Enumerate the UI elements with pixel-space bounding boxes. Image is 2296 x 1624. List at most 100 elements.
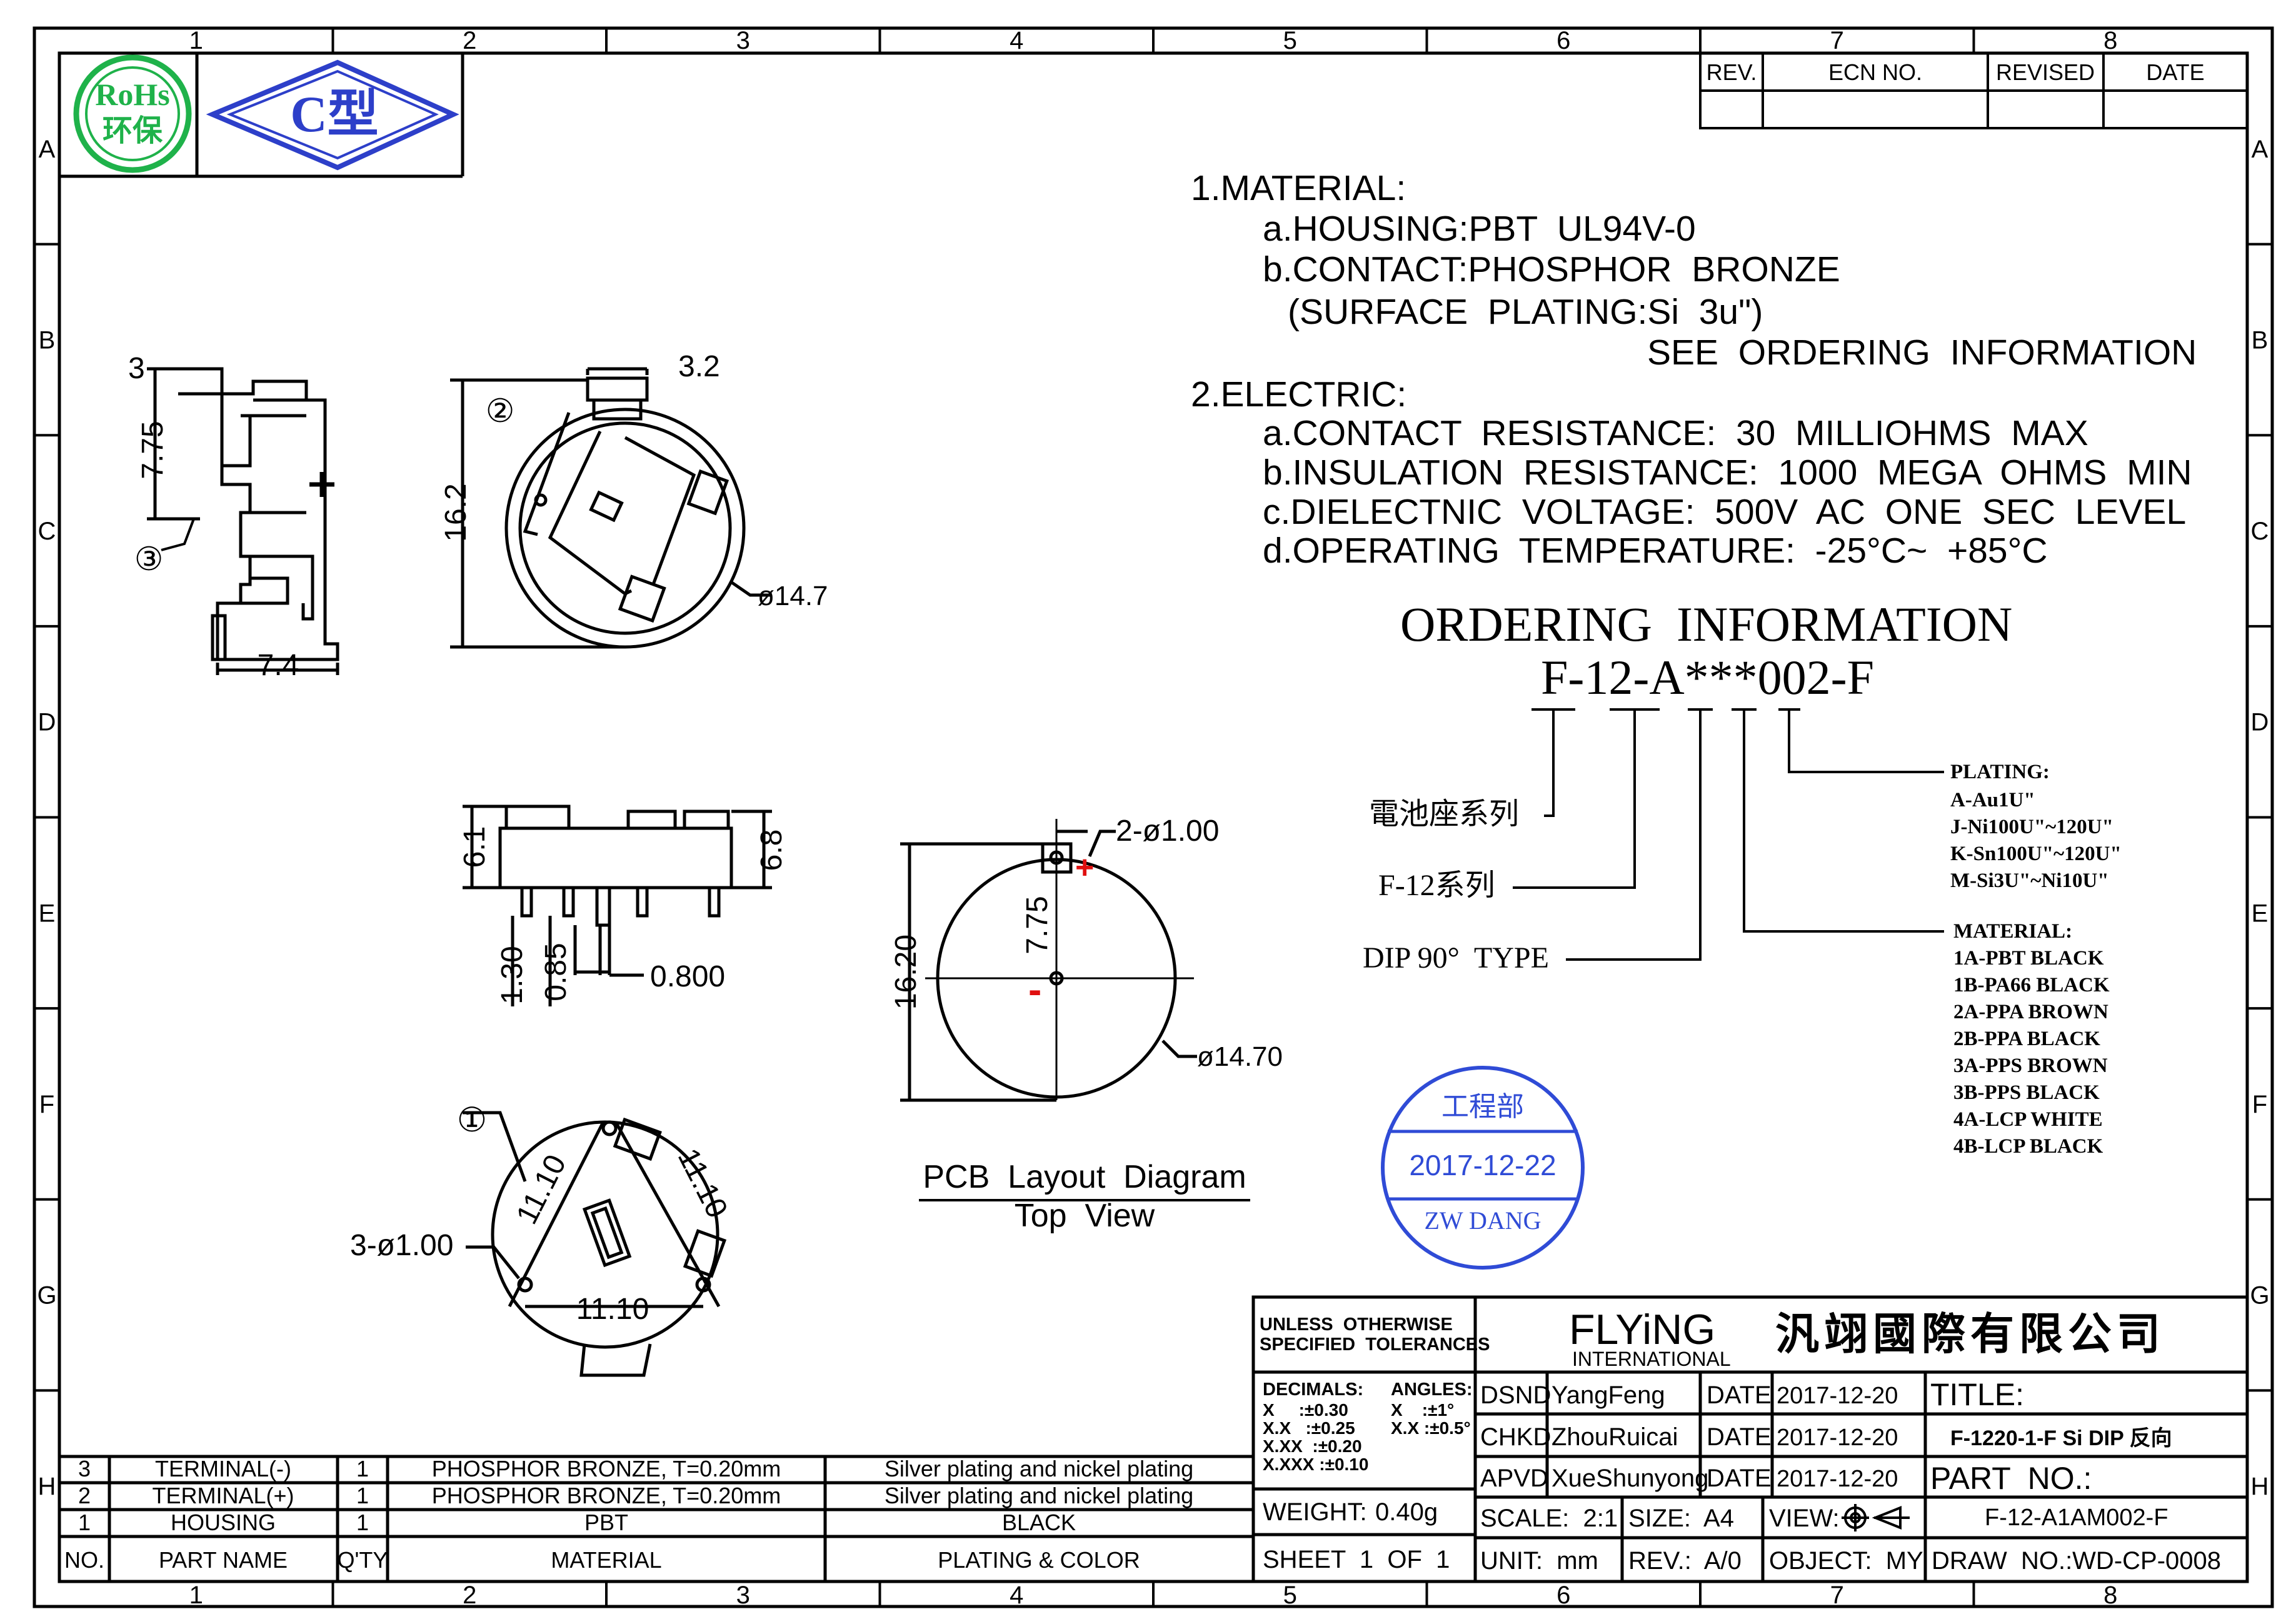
zone-column-label: 2 <box>463 27 476 54</box>
dim-top-162: 16.2 <box>439 483 473 541</box>
company-logo: FLYiNG <box>1569 1306 1715 1353</box>
note-electric-heading: 2.ELECTRIC: <box>1191 374 1406 414</box>
bom-header: PART NAME <box>159 1547 288 1573</box>
dim-bottom-1110: 11.10 <box>671 1143 734 1223</box>
ecn-header: ECN NO. <box>1828 59 1922 85</box>
front-view <box>463 804 772 1006</box>
pcb-plus-mark: + <box>1075 850 1094 886</box>
stamp-name: ZW DANG <box>1424 1206 1541 1235</box>
zone-row-label: C <box>2251 518 2269 545</box>
weight-label: WEIGHT: <box>1263 1498 1367 1526</box>
c-type-text: C型 <box>290 86 378 143</box>
draw-no-field: DRAW NO.:WD-CP-0008 <box>1932 1547 2221 1575</box>
bom-cell: Silver plating and nickel plating <box>885 1483 1193 1508</box>
apvd-name: XueShunyong <box>1552 1465 1708 1492</box>
note-housing: a.HOUSING:PBT UL94V-0 <box>1263 209 1696 249</box>
pcb-layout <box>900 819 1197 1102</box>
side-view <box>147 367 339 675</box>
bottom-view <box>463 1111 727 1377</box>
decimals-label: DECIMALS: <box>1263 1380 1363 1400</box>
date-label: DATE <box>1707 1381 1772 1409</box>
unit-field: UNIT: mm <box>1480 1547 1598 1575</box>
zone-column-label: 8 <box>2103 1581 2117 1609</box>
bom-header: MATERIAL <box>551 1547 661 1573</box>
zone-row-label: F <box>39 1091 54 1118</box>
rohs-cn-text: 环保 <box>103 114 163 148</box>
company-name-cn: 汎翊國際有限公司 <box>1775 1311 2165 1359</box>
revised-header: REVISED <box>1996 59 2095 85</box>
zone-column-label: 6 <box>1557 27 1570 54</box>
series-cn-label: 電池座系列 <box>1369 798 1519 831</box>
zone-column-label: 3 <box>736 27 750 54</box>
pcb-minus-mark: - <box>1028 967 1041 1012</box>
zone-row-label: A <box>2252 136 2268 163</box>
plating-option: K-Sn100U"~120U" <box>1950 843 2122 865</box>
material-option: 2A-PPA BROWN <box>1953 1001 2108 1023</box>
bom-cell: Silver plating and nickel plating <box>885 1456 1193 1481</box>
bom-cell: PHOSPHOR BRONZE, T=0.20mm <box>432 1483 781 1508</box>
title-label: TITLE: <box>1930 1377 2024 1412</box>
callout-1: ① <box>457 1101 487 1139</box>
tolerance-heading: SPECIFIED TOLERANCES <box>1260 1335 1490 1355</box>
bom-cell: 1 <box>356 1456 369 1481</box>
dim-bottom-holes: 3-ø1.00 <box>350 1229 453 1262</box>
bom-cell: 1 <box>78 1510 91 1535</box>
bom-cell: 2 <box>78 1483 91 1508</box>
material-option: 1A-PBT BLACK <box>1953 947 2104 970</box>
dim-pcb-775: 7.75 <box>1021 896 1054 954</box>
zone-column-label: 3 <box>736 1581 750 1609</box>
angles-label: ANGLES: <box>1391 1380 1473 1400</box>
chkd-name: ZhouRuicai <box>1552 1423 1678 1451</box>
note-dielectric: c.DIELECTNIC VOLTAGE: 500V AC ONE SEC LE… <box>1263 492 2186 532</box>
callout-3: ③ <box>134 541 164 578</box>
angle-xx: X.X :±0.5° <box>1391 1418 1471 1438</box>
zone-row-label: B <box>2252 326 2268 354</box>
zone-column-label: 1 <box>189 1581 203 1609</box>
material-option: 3A-PPS BROWN <box>1953 1055 2108 1077</box>
bom-cell: TERMINAL(-) <box>155 1456 291 1481</box>
date-label: DATE <box>1707 1465 1772 1492</box>
plating-option: A-Au1U" <box>1950 789 2035 811</box>
dim-pcb-1470: ø14.70 <box>1197 1041 1283 1072</box>
c-type-logo: C型 <box>206 59 459 171</box>
tolerance-heading: UNLESS OTHERWISE <box>1260 1315 1453 1335</box>
dsnd-label: DSND <box>1480 1381 1551 1409</box>
dim-top-147: ø14.7 <box>758 581 828 611</box>
bom-cell: 1 <box>356 1483 369 1508</box>
dsnd-name: YangFeng <box>1552 1381 1665 1409</box>
plating-title: PLATING: <box>1950 761 2050 783</box>
pcb-polarity: + - <box>1028 850 1094 1012</box>
plating-option: J-Ni100U"~120U" <box>1950 816 2113 838</box>
material-title: MATERIAL: <box>1953 920 2072 943</box>
zone-column-label: 6 <box>1557 1581 1570 1609</box>
bom-header: NO. <box>64 1547 104 1573</box>
zone-row-label: F <box>2252 1091 2267 1118</box>
revision-table <box>1699 52 2248 129</box>
zone-column-label: 4 <box>1010 1581 1023 1609</box>
material-option: 3B-PPS BLACK <box>1953 1081 2100 1104</box>
note-contact-resistance: a.CONTACT RESISTANCE: 30 MILLIOHMS MAX <box>1263 413 2088 453</box>
rev-field: REV.: A/0 <box>1628 1547 1742 1575</box>
dim-front-130: 1.30 <box>496 946 529 1004</box>
scale-field: SCALE: 2:1 <box>1480 1505 1618 1532</box>
zone-row-label: E <box>2252 900 2268 927</box>
logo-area: RoHs 环保 C型 <box>59 53 464 178</box>
zone-row-label: E <box>39 900 56 927</box>
zone-row-label: G <box>37 1282 56 1310</box>
note-see-ordering: SEE ORDERING INFORMATION <box>1647 333 2197 373</box>
series-f12-label: F-12系列 <box>1378 869 1495 902</box>
date-label: DATE <box>1707 1423 1772 1451</box>
part-no-label: PART NO.: <box>1930 1461 2092 1496</box>
zone-column-label: 7 <box>1830 27 1844 54</box>
material-option: 1B-PA66 BLACK <box>1953 974 2110 996</box>
material-option: 2B-PPA BLACK <box>1953 1028 2100 1050</box>
plating-option: M-Si3U"~Ni10U" <box>1950 870 2109 892</box>
bom-header: PLATING & COLOR <box>938 1547 1140 1573</box>
ordering-code: F-12-A***002-F <box>1541 650 1874 704</box>
company-subtitle: INTERNATIONAL <box>1572 1348 1731 1370</box>
material-option: 4A-LCP WHITE <box>1953 1108 2103 1131</box>
title-block-text: UNLESS OTHERWISE SPECIFIED TOLERANCES DE… <box>1260 1306 2221 1575</box>
pcb-caption-title: PCB Layout Diagram <box>923 1159 1246 1195</box>
dim-top-32: 3.2 <box>678 350 720 383</box>
